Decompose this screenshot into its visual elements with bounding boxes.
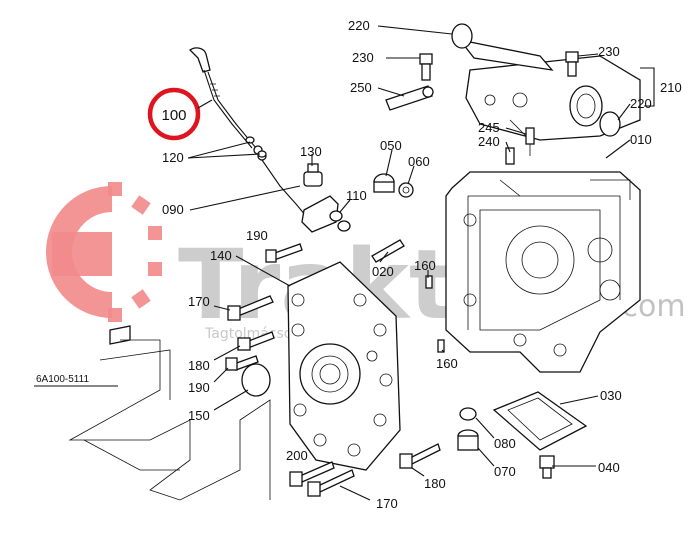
shift-fork-090 [261,159,339,233]
callout-160-upper: 160 [414,258,436,273]
callout-240: 240 [478,134,500,149]
transmission-case [445,171,641,373]
callout-220-top: 220 [348,18,370,33]
shift-lever-100 [188,47,267,161]
bracket-6a100 [68,325,271,501]
bolt-170-lower [307,469,355,497]
callout-210: 210 [660,80,682,95]
plug-220-top [451,23,473,49]
bolt-230-right [565,51,579,77]
gear-logo-icon [46,182,162,322]
callout-220-right: 220 [630,96,652,111]
callout-010: 010 [630,132,652,147]
detent-130 [303,163,323,187]
bolt-230-left [419,53,433,81]
stud-020 [371,239,405,263]
pin-245 [525,127,535,145]
drain-plug-040 [539,455,555,479]
callout-230-right: 230 [598,44,620,59]
callout-170-left: 170 [188,294,210,309]
watermark-tagline: Tagtolmácsoló [204,326,305,342]
o-rings-110 [329,210,351,232]
seal-060 [398,182,414,198]
callout-245: 245 [478,120,500,135]
highlight-circle [147,87,201,141]
pin-160-upper [425,275,433,289]
callout-200: 200 [286,448,308,463]
callout-150: 150 [188,408,210,423]
bolt-190-upper [265,243,303,263]
callout-120: 120 [162,150,184,165]
callout-090: 090 [162,202,184,217]
callout-080: 080 [494,436,516,451]
leader-lines [34,25,655,501]
bolt-190-lower [225,355,259,371]
plug-220-right [599,111,621,137]
callout-180-right: 180 [424,476,446,491]
callout-250: 250 [350,80,372,95]
gasket-030 [492,391,588,451]
callout-160-lower: 160 [436,356,458,371]
callout-040: 040 [598,460,620,475]
callout-180-left: 180 [188,358,210,373]
washer-080 [459,407,477,421]
highlight-label: 100 [161,107,186,124]
cap-050 [373,173,395,193]
callout-labels: 220 230 230 250 210 220 245 240 010 120 … [36,18,682,511]
callout-190-upper: 190 [246,228,268,243]
plug-070 [457,429,479,451]
lever-arm-250 [385,85,434,111]
callout-190-lower: 190 [188,380,210,395]
callout-230-left: 230 [352,50,374,65]
ref-code-label: 6A100-5111 [36,374,89,385]
front-cover-140 [287,261,401,471]
plate-150 [241,363,271,397]
pin-240 [505,147,515,165]
bolt-200 [289,461,335,487]
callout-130: 130 [300,144,322,159]
bolt-170-left [227,295,274,321]
bolt-180-right [399,443,441,469]
callout-170-lower: 170 [376,496,398,511]
callout-050: 050 [380,138,402,153]
pin-160-lower [437,339,445,353]
callout-030: 030 [600,388,622,403]
callout-020: 020 [372,264,394,279]
callout-140: 140 [210,248,232,263]
bolt-180-left [237,331,275,351]
callout-110: 110 [346,188,367,203]
callout-070: 070 [494,464,516,479]
highlight-callout-100: 100 [147,87,213,141]
lift-cover [458,39,641,156]
callout-060: 060 [408,154,430,169]
